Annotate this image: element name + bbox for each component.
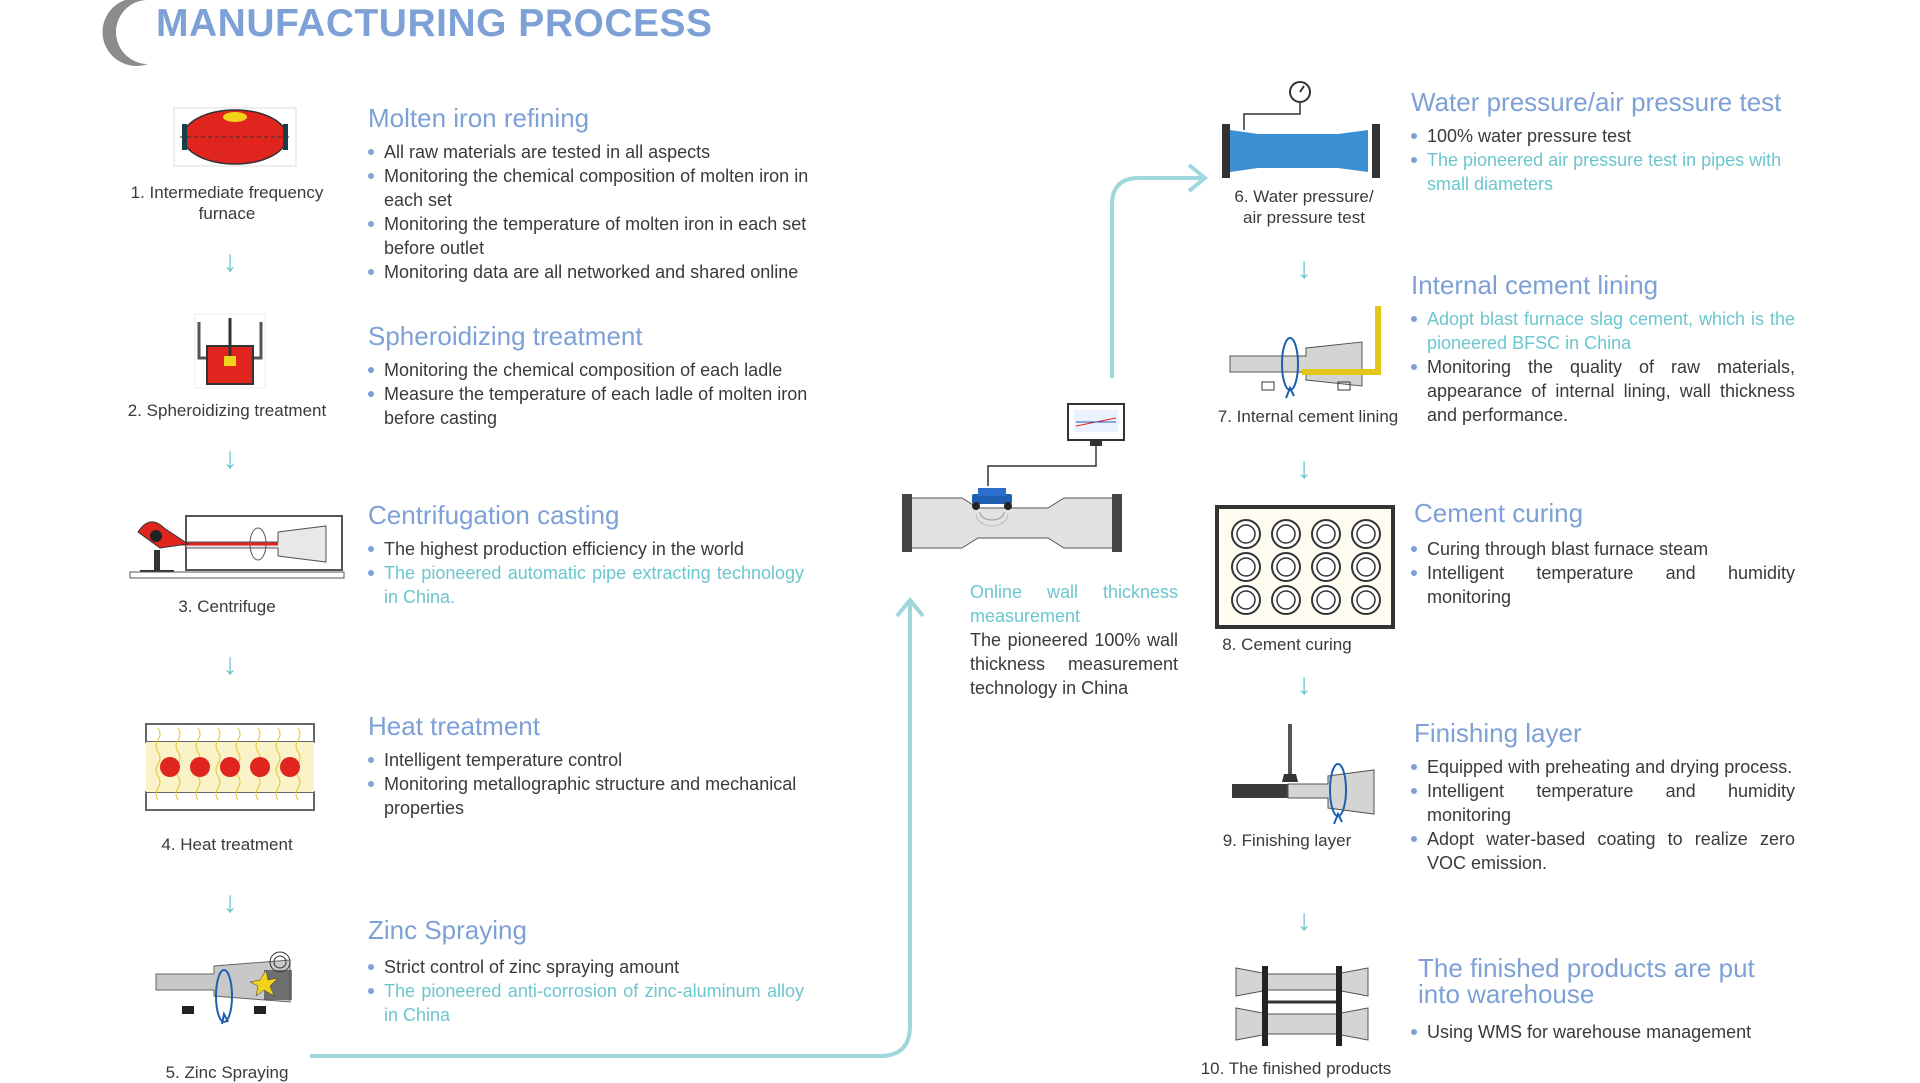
step-caption: 9. Finishing layer — [1222, 831, 1352, 850]
finished-products-icon — [1235, 966, 1369, 1046]
bullet-item: Curing through blast furnace steam — [1409, 537, 1795, 561]
step-bullets: All raw materials are tested in all aspe… — [366, 140, 818, 284]
step-bullets: The highest production efficiency in the… — [366, 537, 804, 609]
step-title: Water pressure/air pressure test — [1411, 87, 1782, 117]
bullet-item: Monitoring the chemical composition of e… — [366, 358, 818, 382]
step-caption: 5. Zinc Spraying — [165, 1063, 289, 1082]
page-title: MANUFACTURING PROCESS — [156, 2, 713, 45]
bullet-item: Equipped with preheating and drying proc… — [1409, 755, 1795, 779]
bullet-item: Monitoring metallographic structure and … — [366, 772, 818, 820]
centrifuge-icon — [129, 515, 345, 579]
wall-thickness-measurement-icon — [902, 403, 1125, 552]
bullet-item: Adopt blast furnace slag cement, which i… — [1409, 307, 1795, 355]
step-title: Internal cement lining — [1411, 270, 1659, 300]
arrow-down-icon: ↓ — [222, 245, 238, 278]
step-title: Heat treatment — [368, 711, 540, 741]
bullet-item: The pioneered automatic pipe extracting … — [366, 561, 804, 609]
arrow-down-icon: ↓ — [222, 886, 238, 919]
step-bullets: Using WMS for warehouse management — [1409, 1020, 1801, 1044]
step-title: Molten iron refining — [368, 103, 590, 133]
arrow-down-icon: ↓ — [1296, 668, 1312, 701]
step-caption: 8. Cement curing — [1222, 635, 1352, 654]
arrow-down-icon: ↓ — [1296, 452, 1312, 485]
step-caption: 10. The finished products — [1200, 1059, 1392, 1078]
pressure-test-icon — [1222, 81, 1380, 178]
step-title: Cement curing — [1414, 498, 1584, 528]
bullet-item: Monitoring the chemical composition of m… — [366, 164, 818, 212]
step-bullets: 100% water pressure test The pioneered a… — [1409, 124, 1801, 196]
bullet-item: Monitoring the temperature of molten iro… — [366, 212, 818, 260]
arrow-down-icon: ↓ — [1296, 252, 1312, 285]
step-bullets: Equipped with preheating and drying proc… — [1409, 755, 1795, 875]
bullet-item: Adopt water-based coating to realize zer… — [1409, 827, 1795, 875]
step-title: Centrifugation casting — [368, 500, 620, 530]
step-caption: 2. Spheroidizing treatment — [127, 401, 327, 420]
arrow-down-icon: ↓ — [1296, 904, 1312, 937]
arrow-down-icon: ↓ — [222, 648, 238, 681]
zinc-spraying-icon — [155, 951, 292, 1025]
heat-treatment-icon — [145, 723, 315, 811]
bullet-item: Monitoring the quality of raw materials,… — [1409, 355, 1795, 427]
cement-curing-icon — [1215, 505, 1395, 629]
step-bullets: Adopt blast furnace slag cement, which i… — [1409, 307, 1795, 427]
step-caption: 7. Internal cement lining — [1217, 407, 1399, 426]
step-bullets: Monitoring the chemical composition of e… — [366, 358, 818, 430]
bullet-item: Measure the temperature of each ladle of… — [366, 382, 818, 430]
step-bullets: Curing through blast furnace steam Intel… — [1409, 537, 1795, 609]
title-arc-icon — [102, 0, 148, 66]
online-measurement-title: Online wall thickness measurement — [970, 582, 1178, 626]
furnace-icon — [173, 107, 297, 167]
step-caption: 4. Heat treatment — [161, 835, 293, 854]
arrow-down-icon: ↓ — [222, 442, 238, 475]
step-title: Zinc Spraying — [368, 915, 527, 945]
step-bullets: Strict control of zinc spraying amount T… — [366, 955, 804, 1027]
step-bullets: Intelligent temperature control Monitori… — [366, 748, 818, 820]
step-title: Spheroidizing treatment — [368, 321, 643, 351]
bullet-item: All raw materials are tested in all aspe… — [366, 140, 818, 164]
step-title: The finished products are put into wareh… — [1418, 953, 1755, 1009]
bullet-item: The pioneered air pressure test in pipes… — [1409, 148, 1801, 196]
step-title: Finishing layer — [1414, 718, 1582, 748]
bullet-item: The pioneered anti-corrosion of zinc-alu… — [366, 979, 804, 1027]
bullet-item: Intelligent temperature control — [366, 748, 818, 772]
bullet-item: Monitoring data are all networked and sh… — [366, 260, 818, 284]
bullet-item: Using WMS for warehouse management — [1409, 1020, 1801, 1044]
step-caption: 1. Intermediate frequency furnace — [130, 183, 324, 223]
step-caption: 3. Centrifuge — [178, 597, 276, 616]
online-measurement-desc: The pioneered 100% wall thickness measur… — [970, 630, 1178, 698]
bullet-item: Intelligent temperature and humidity mon… — [1409, 561, 1795, 609]
cement-lining-icon — [1229, 306, 1381, 399]
bullet-item: Intelligent temperature and humidity mon… — [1409, 779, 1795, 827]
bullet-item: 100% water pressure test — [1409, 124, 1801, 148]
bullet-item: Strict control of zinc spraying amount — [366, 955, 804, 979]
ladle-icon — [194, 313, 266, 389]
bullet-item: The highest production efficiency in the… — [366, 537, 804, 561]
step-caption: 6. Water pressure/ air pressure test — [1234, 187, 1374, 227]
finishing-layer-icon — [1232, 724, 1375, 825]
